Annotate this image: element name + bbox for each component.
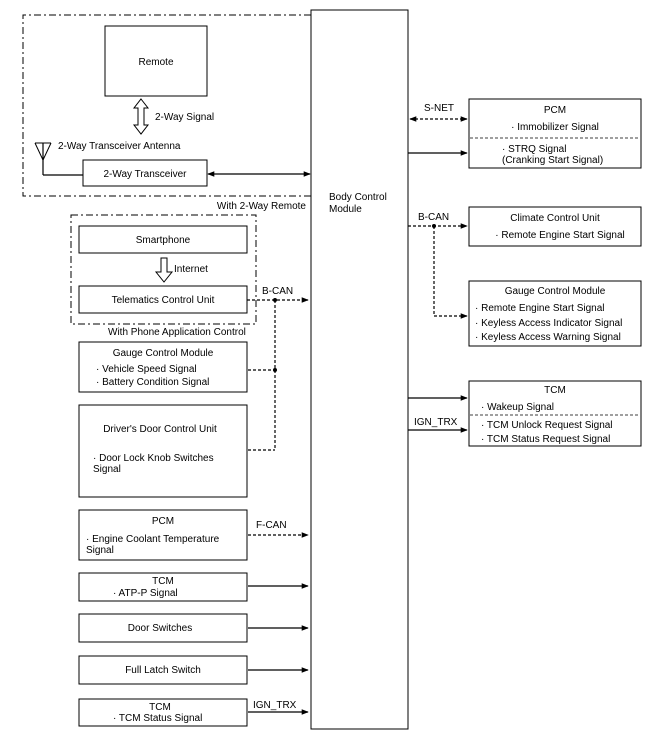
pcm-right: S-NET PCM · Immobilizer Signal · STRQ Si… [408, 98, 642, 169]
internet-arrow [154, 257, 174, 283]
door-unit-signal-line-2: Signal [93, 464, 121, 475]
antenna-icon [34, 142, 83, 176]
climate-control-unit: Climate Control Unit · Remote Engine Sta… [468, 206, 642, 247]
ign-trx-left-label: IGN_TRX [253, 700, 297, 711]
tcm-status-signal: · TCM Status Signal [113, 713, 202, 724]
tcm-status-title: TCM [149, 702, 171, 713]
tcm-status-box: TCM · TCM Status Signal IGN_TRX [78, 698, 309, 727]
bcm-label-line-1: Body Control [329, 192, 387, 203]
smartphone-box [78, 225, 248, 254]
transceiver-label: 2-Way Transceiver [104, 169, 188, 180]
left-bcan-label: B-CAN [262, 286, 293, 297]
pcm-immobilizer-signal: · Immobilizer Signal [511, 122, 599, 133]
gauge-right-title: Gauge Control Module [505, 286, 606, 297]
pcm-strq-signal-line-1: · STRQ Signal [502, 144, 566, 155]
two-way-signal-arrow [132, 98, 150, 135]
tcm-right-title: TCM [544, 385, 566, 396]
transceiver-box [82, 159, 208, 187]
gauge-control-module-right: Gauge Control Module · Remote Engine Sta… [468, 280, 642, 347]
driver-door-control-unit: Driver's Door Control Unit · Door Lock K… [78, 404, 248, 498]
gauge-left-signal: · Vehicle Speed Signal [96, 364, 197, 375]
door-unit-title: Driver's Door Control Unit [103, 424, 217, 435]
pcm-left-signal-line-2: Signal [86, 545, 114, 556]
full-latch-switch-box: Full Latch Switch [78, 655, 309, 685]
internet-label: Internet [174, 264, 208, 275]
pcm-left-title: PCM [152, 516, 174, 527]
right-bcan-bus: B-CAN [408, 212, 468, 319]
gauge-right-signal: · Keyless Access Warning Signal [475, 332, 621, 343]
gauge-control-module-left: Gauge Control Module · Vehicle Speed Sig… [78, 341, 248, 393]
ign-trx-right-label: IGN_TRX [414, 417, 458, 428]
tcm-atp-signal: · ATP-P Signal [113, 588, 178, 599]
smartphone-label: Smartphone [136, 235, 191, 246]
gauge-right-signal: · Remote Engine Start Signal [475, 303, 605, 314]
pcm-left: PCM · Engine Coolant Temperature Signal … [78, 509, 309, 561]
pcm-strq-signal-line-2: (Cranking Start Signal) [502, 155, 603, 166]
two-way-remote-group: Remote 2-Way Signal 2-Way Transceiver An… [22, 14, 311, 212]
gauge-left-signal: · Battery Condition Signal [96, 377, 209, 388]
telematics-label: Telematics Control Unit [112, 295, 215, 306]
pcm-left-signal-line-1: · Engine Coolant Temperature [86, 534, 220, 545]
tcm-atp-title: TCM [152, 576, 174, 587]
fcan-label: F-CAN [256, 520, 287, 531]
with-phone-label: With Phone Application Control [108, 327, 246, 338]
gauge-left-title: Gauge Control Module [113, 348, 214, 359]
tcm-wakeup-signal: · Wakeup Signal [481, 402, 554, 413]
full-latch-label: Full Latch Switch [125, 665, 201, 676]
remote-label: Remote [138, 57, 173, 68]
remote-box [104, 25, 208, 97]
door-switches-label: Door Switches [128, 623, 192, 634]
climate-title: Climate Control Unit [510, 213, 600, 224]
body-control-module: Body Control Module [310, 9, 409, 730]
antenna-label: 2-Way Transceiver Antenna [58, 141, 181, 152]
tcm-atp-box: TCM · ATP-P Signal [78, 572, 309, 602]
climate-signal: · Remote Engine Start Signal [495, 230, 625, 241]
gauge-right-signal: · Keyless Access Indicator Signal [475, 318, 622, 329]
with-remote-label: With 2-Way Remote [217, 201, 307, 212]
phone-application-group: Smartphone Internet Telematics Control U… [70, 214, 257, 338]
two-way-signal-label: 2-Way Signal [155, 112, 214, 123]
tcm-right-signal: · TCM Unlock Request Signal [481, 420, 613, 431]
door-switches-box: Door Switches [78, 613, 309, 643]
left-bcan-bus: B-CAN [247, 286, 309, 451]
door-unit-signal-line-1: · Door Lock Knob Switches [93, 453, 214, 464]
right-bcan-label: B-CAN [418, 212, 449, 223]
snet-label: S-NET [424, 103, 454, 114]
tcm-right-signal: · TCM Status Request Signal [481, 434, 610, 445]
tcm-right: TCM · Wakeup Signal · TCM Unlock Request… [408, 380, 642, 447]
bcm-label-line-2: Module [329, 204, 362, 215]
pcm-right-title: PCM [544, 105, 566, 116]
